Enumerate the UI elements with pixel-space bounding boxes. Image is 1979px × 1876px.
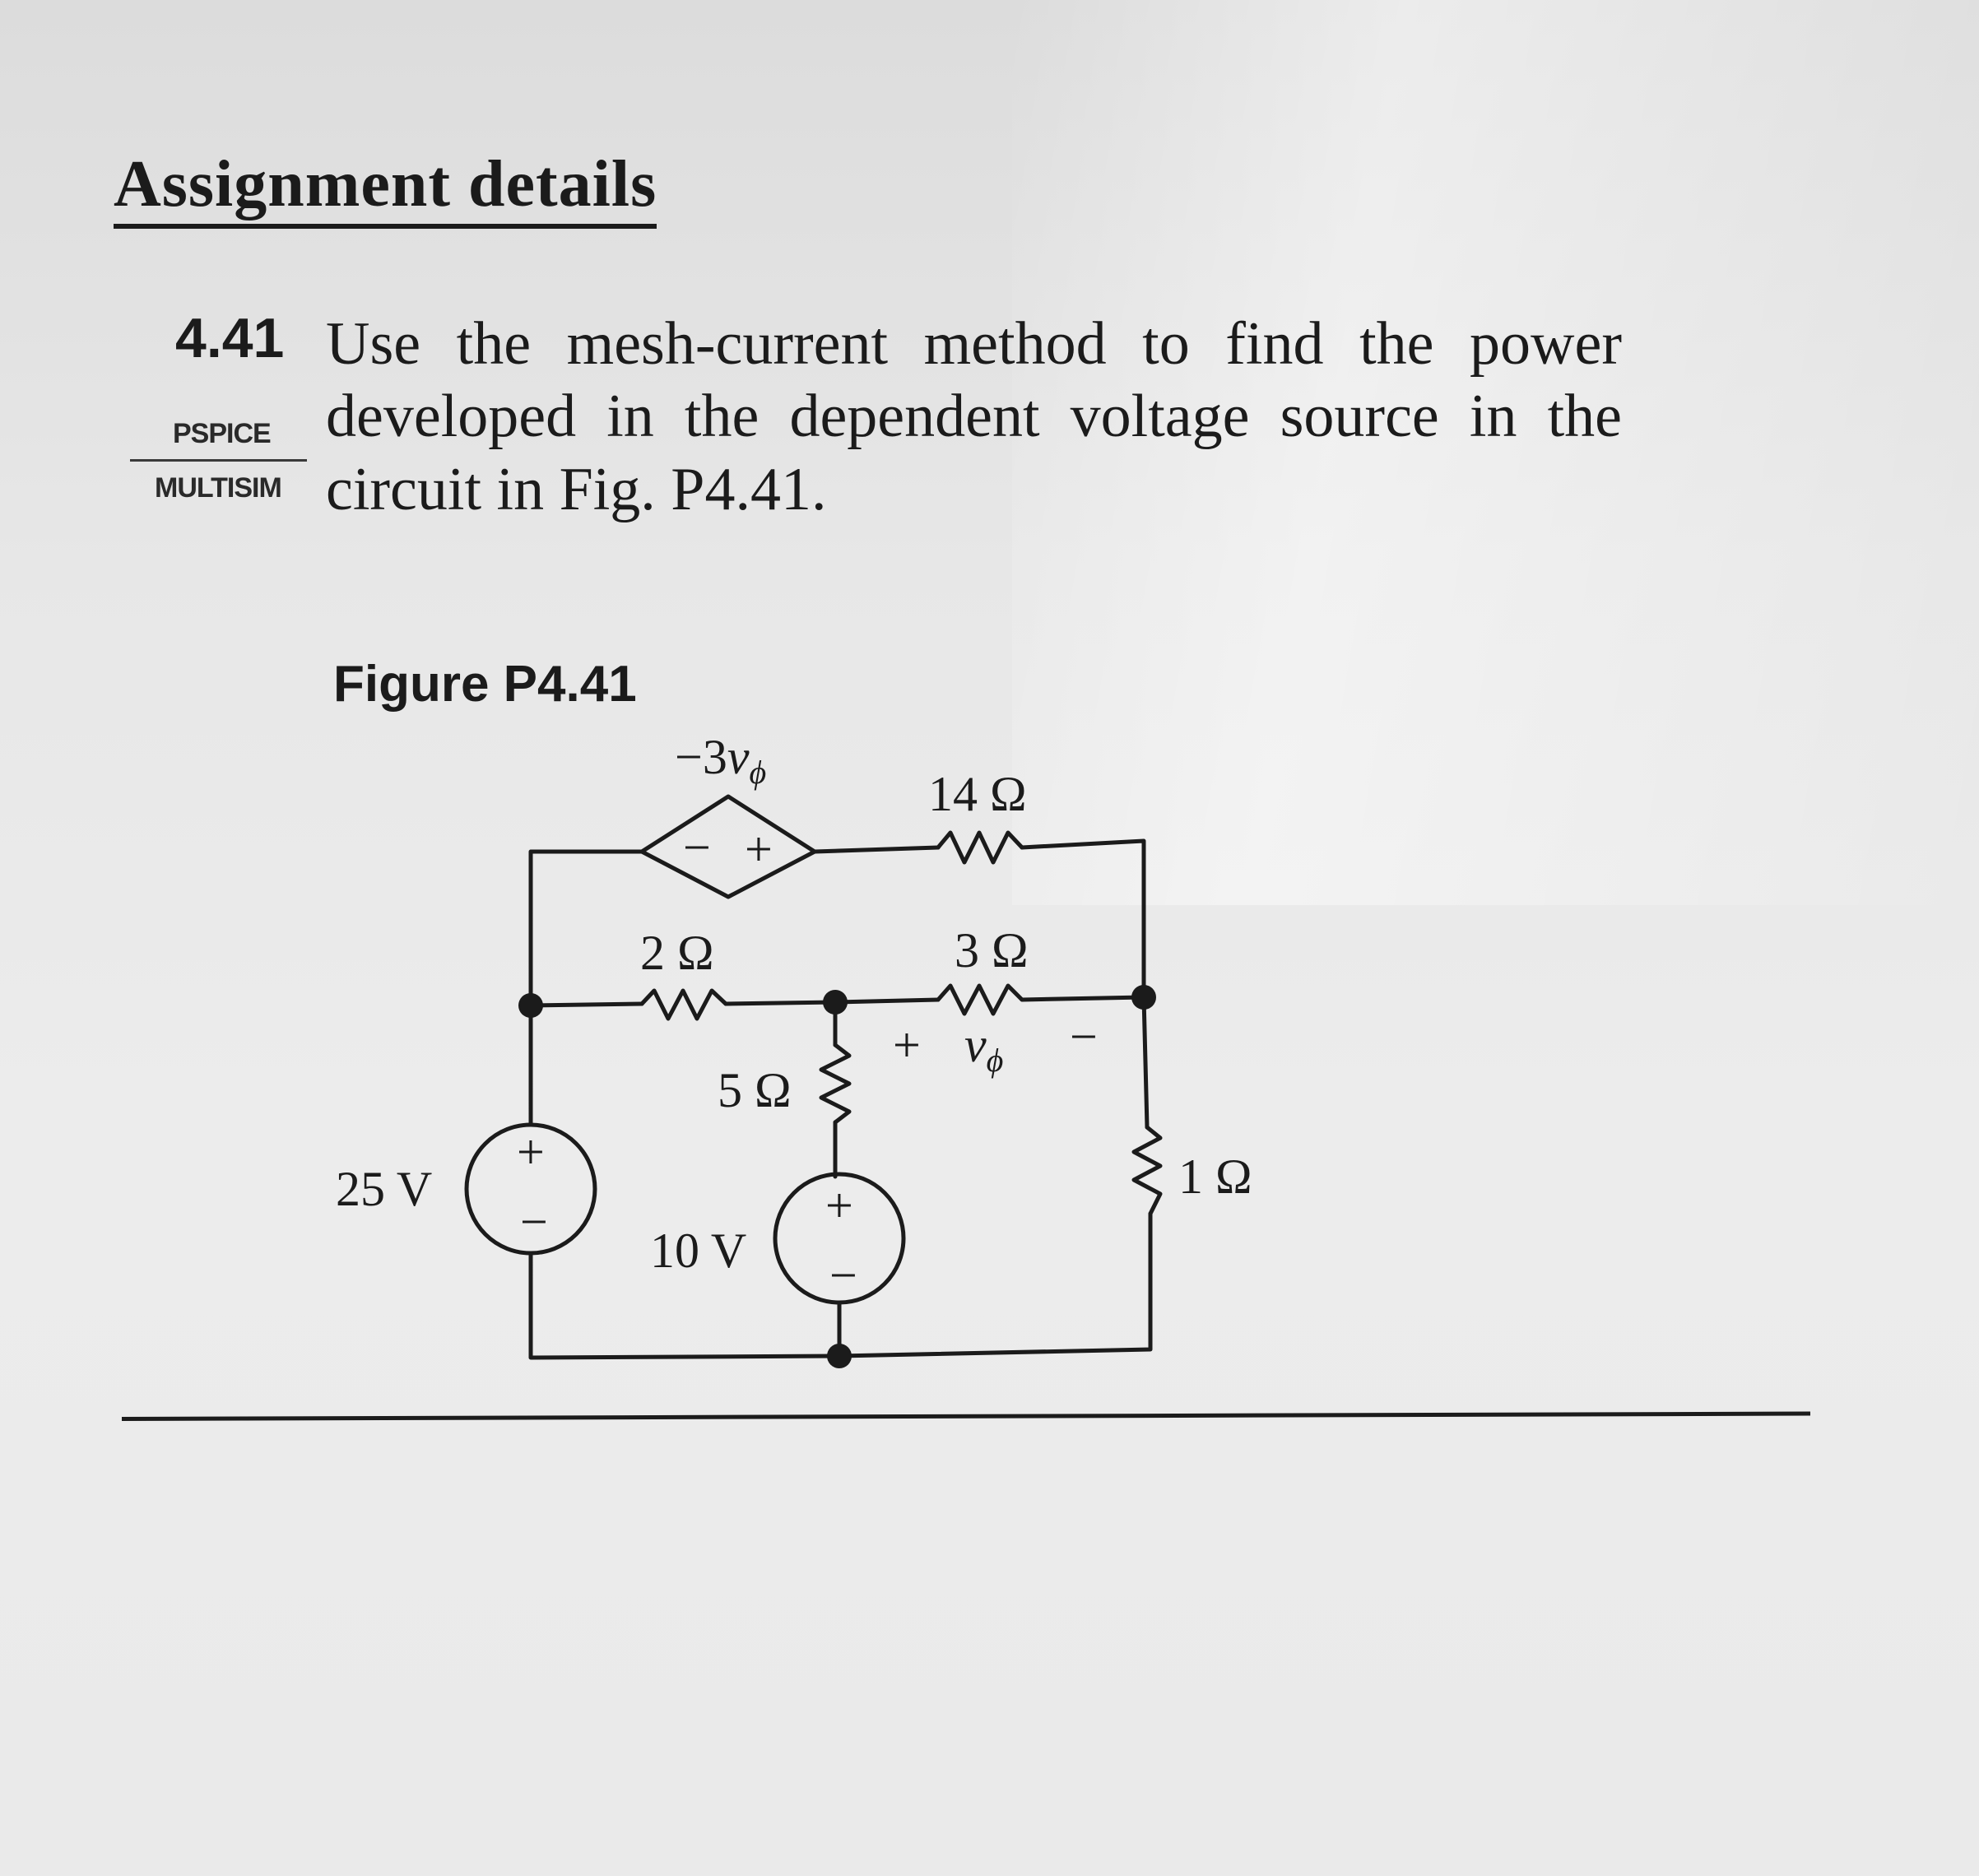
r5-label: 5 Ω [718,1063,792,1117]
wire-mid-left [528,1001,644,1008]
resistor-5-ohm [819,1042,852,1125]
node-center [823,990,848,1015]
r1-label: 1 Ω [1178,1149,1252,1204]
v10-label: 10 V [650,1224,746,1278]
dep-source-minus: − [683,820,711,875]
problem-number: 4.41 [175,307,285,369]
figure-title: Figure P4.41 [333,656,637,713]
assignment-heading: Assignment details [114,146,657,229]
resistor-3-ohm [936,983,1024,1016]
wire-top-left [528,849,644,1006]
node-bottom [827,1344,852,1368]
node-right [1131,985,1156,1010]
resistor-2-ohm [639,988,728,1021]
resistor-14-ohm [936,830,1024,865]
v10-plus: + [825,1178,853,1233]
problem-text-line-2: developed in the dependent voltage sourc… [326,383,1622,450]
wire-left-lower [528,1251,842,1360]
dep-source-plus: + [745,822,773,876]
r2-label: 2 Ω [640,926,714,980]
multisim-tag: MULTISIM [155,472,282,504]
v25-minus: − [520,1195,548,1249]
wire-mid-right [1020,995,1146,1002]
pspice-tag: PSPICE [173,418,272,449]
problem-text-line-1: Use the mesh-current method to find the … [326,310,1622,378]
wire-top-mid [812,845,941,854]
wire-top-right [1020,838,1146,1000]
v-phi-plus: + [893,1018,921,1072]
r3-label: 3 Ω [955,923,1029,977]
wire-right-upper [1141,995,1150,1130]
dependent-voltage-source [639,794,817,899]
v-phi-minus: − [1070,1010,1098,1064]
r14-label: 14 Ω [928,767,1027,821]
v-phi-label: vϕ [964,1018,1003,1079]
v25-label: 25 V [336,1162,432,1216]
v10-minus: − [829,1248,857,1303]
v25-plus: + [517,1125,545,1179]
wire-bottom-right [837,1211,1153,1358]
dep-source-label: −3vϕ [675,730,766,791]
resistor-1-ohm [1131,1125,1163,1216]
tag-divider [130,459,307,462]
problem-text-line-3: circuit in Fig. P4.41. [326,456,827,523]
node-left [518,993,543,1018]
